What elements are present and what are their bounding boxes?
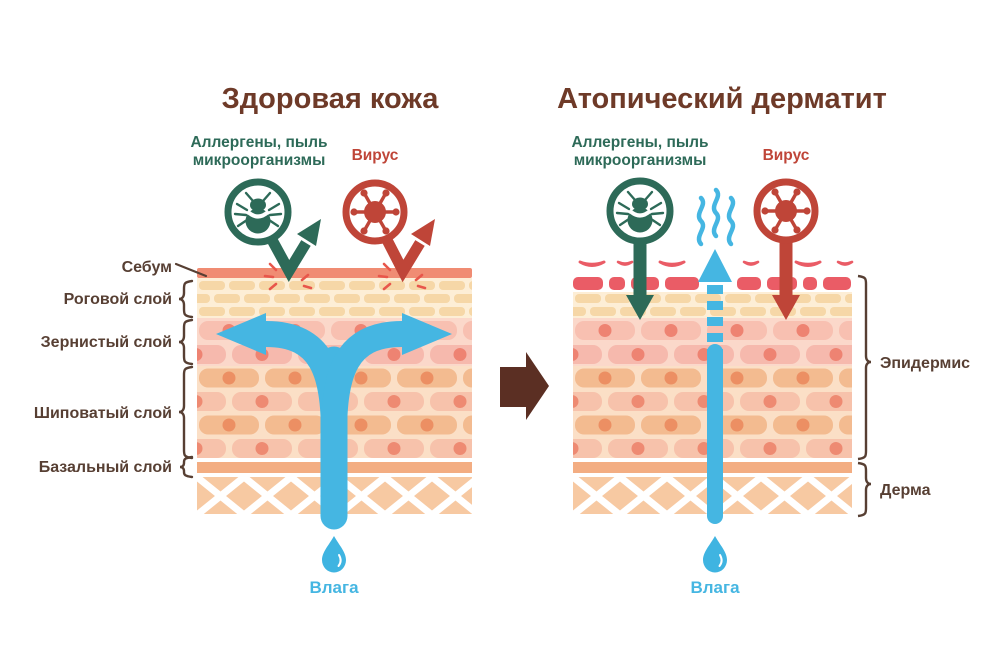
basal-label: Базальный слой	[39, 459, 172, 476]
right-allergens-label-line1: Аллергены, пыль	[571, 134, 708, 151]
corneum-label: Роговой слой	[64, 291, 172, 308]
bounce-arrowhead	[411, 219, 435, 246]
spinous-label: Шиповатый слой	[34, 405, 172, 422]
left-moisture-drop-icon	[321, 535, 347, 574]
left-panel-title: Здоровая кожа	[222, 83, 440, 115]
right-panel-title: Атопический дерматит	[557, 83, 887, 115]
right-moisture-drop-icon	[702, 535, 728, 574]
dermis-label: Дерма	[880, 482, 931, 499]
left-mite-group	[224, 178, 321, 291]
steam-wave-icon	[729, 198, 733, 244]
impact-sparks-icon	[377, 262, 427, 291]
bounce-arrowhead	[297, 219, 321, 246]
left-sebum-layer	[197, 268, 472, 278]
left-layer-annotations: Себум Роговой слой Зернистый слой Шипова…	[34, 259, 208, 479]
right-mite-group	[606, 177, 674, 320]
moisture-circulation-arrow	[216, 313, 452, 530]
left-moisture-label: Влага	[309, 578, 359, 597]
transition-arrow-icon	[500, 352, 549, 420]
corneum-brace	[178, 279, 194, 319]
granular-brace	[178, 318, 194, 366]
sebum-pointer-line	[174, 262, 208, 278]
granular-label: Зернистый слой	[41, 334, 172, 351]
steam-wave-icon	[699, 198, 703, 244]
epidermis-label: Эпидермис	[880, 355, 970, 372]
penetrate-arrowhead	[772, 295, 800, 320]
left-corneum-layer	[197, 279, 472, 317]
impact-sparks-icon	[263, 262, 313, 291]
steam-wave-icon	[714, 190, 718, 236]
right-allergens-label-line2: микроорганизмы	[574, 152, 707, 169]
left-allergens-label-line2: микроорганизмы	[193, 152, 326, 169]
epidermis-brace	[857, 274, 872, 461]
right-moisture-label: Влага	[690, 578, 740, 597]
right-region-annotations: Эпидермис Дерма	[857, 274, 970, 518]
dermis-brace	[857, 461, 872, 518]
left-virus-group	[342, 179, 435, 291]
sebum-label: Себум	[122, 259, 172, 276]
moisture-escape-arrow	[698, 190, 733, 524]
spinous-brace	[178, 365, 194, 460]
right-virus-group	[753, 178, 819, 320]
right-virus-label: Вирус	[763, 147, 810, 164]
penetrate-arrowhead	[626, 295, 654, 320]
left-allergens-label-line1: Аллергены, пыль	[190, 134, 327, 151]
basal-brace	[179, 455, 194, 479]
left-virus-label: Вирус	[352, 147, 399, 164]
